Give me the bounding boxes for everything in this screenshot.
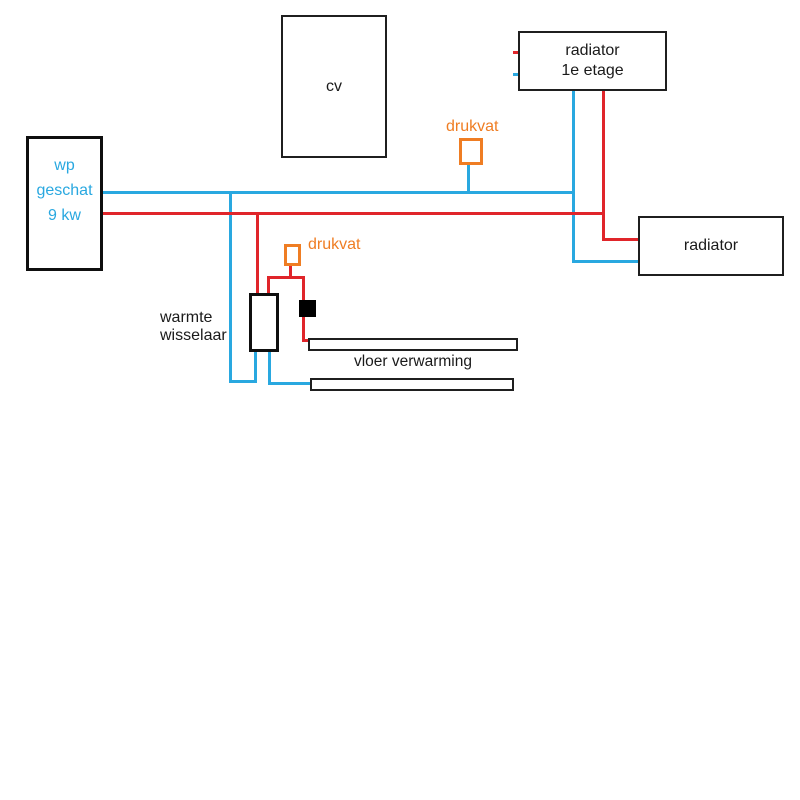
cv-boiler-label: cv: [326, 77, 342, 95]
pipe-blue-floor-horizontal: [268, 382, 313, 385]
pressure-vessel-top-label: drukvat: [446, 118, 499, 135]
heat-pump-label-line1: wp: [54, 157, 75, 174]
floor-heating-loop-lower: [310, 378, 514, 391]
tick-blue-radiator-1e-left: [513, 73, 518, 76]
pipe-red-manifold-left-drop: [267, 276, 270, 295]
pipe-blue-exchanger-foot: [229, 380, 257, 383]
pipe-blue-drukvat-top-drop: [467, 163, 470, 193]
pipe-red-floor-foot: [302, 339, 311, 342]
heat-pump-box: wp geschat 9 kw: [26, 136, 103, 271]
pipe-red-radiator-1e-vertical: [602, 91, 605, 241]
heat-pump-label-line3: 9 kw: [48, 207, 81, 224]
pipe-red-main-horizontal: [102, 212, 605, 215]
pressure-vessel-mid-box: [284, 244, 301, 266]
pressure-vessel-mid-label: drukvat: [308, 236, 361, 253]
cv-boiler-box: cv: [281, 15, 387, 158]
heat-exchanger-label: warmte wisselaar: [160, 309, 227, 344]
pipe-blue-radiator-horizontal: [572, 260, 640, 263]
pipe-blue-main-horizontal: [102, 191, 575, 194]
radiator-first-floor-label-line2: 1e etage: [561, 62, 624, 79]
pipe-blue-radiator-1e-vertical: [572, 91, 575, 263]
heat-exchanger-label-line2: wisselaar: [160, 326, 227, 344]
pressure-vessel-top-box: [459, 138, 483, 165]
tick-red-radiator-1e-left: [513, 51, 518, 54]
heat-pump-label-line2: geschat: [36, 182, 93, 199]
radiator-first-floor-box: radiator 1e etage: [518, 31, 667, 91]
radiator-label: radiator: [683, 237, 739, 254]
circulation-pump-square: [299, 300, 316, 317]
radiator-first-floor-label-line1: radiator: [565, 42, 620, 59]
heat-exchanger-box: [249, 293, 279, 352]
pipe-red-exchanger-vertical: [256, 214, 259, 295]
pipe-red-drukvat-mid-drop: [289, 264, 292, 278]
pipe-red-manifold-horizontal: [267, 276, 305, 279]
floor-heating-label: vloer verwarming: [353, 353, 472, 370]
pipe-blue-exchanger-riser: [254, 352, 257, 383]
pipe-blue-exchanger-vertical: [229, 192, 232, 382]
heat-exchanger-label-line1: warmte: [160, 309, 213, 326]
floor-heating-loop-upper: [308, 338, 518, 351]
pipe-red-radiator-horizontal: [602, 238, 640, 241]
radiator-box: radiator: [638, 216, 784, 276]
pipe-blue-floor-vertical: [268, 352, 271, 385]
